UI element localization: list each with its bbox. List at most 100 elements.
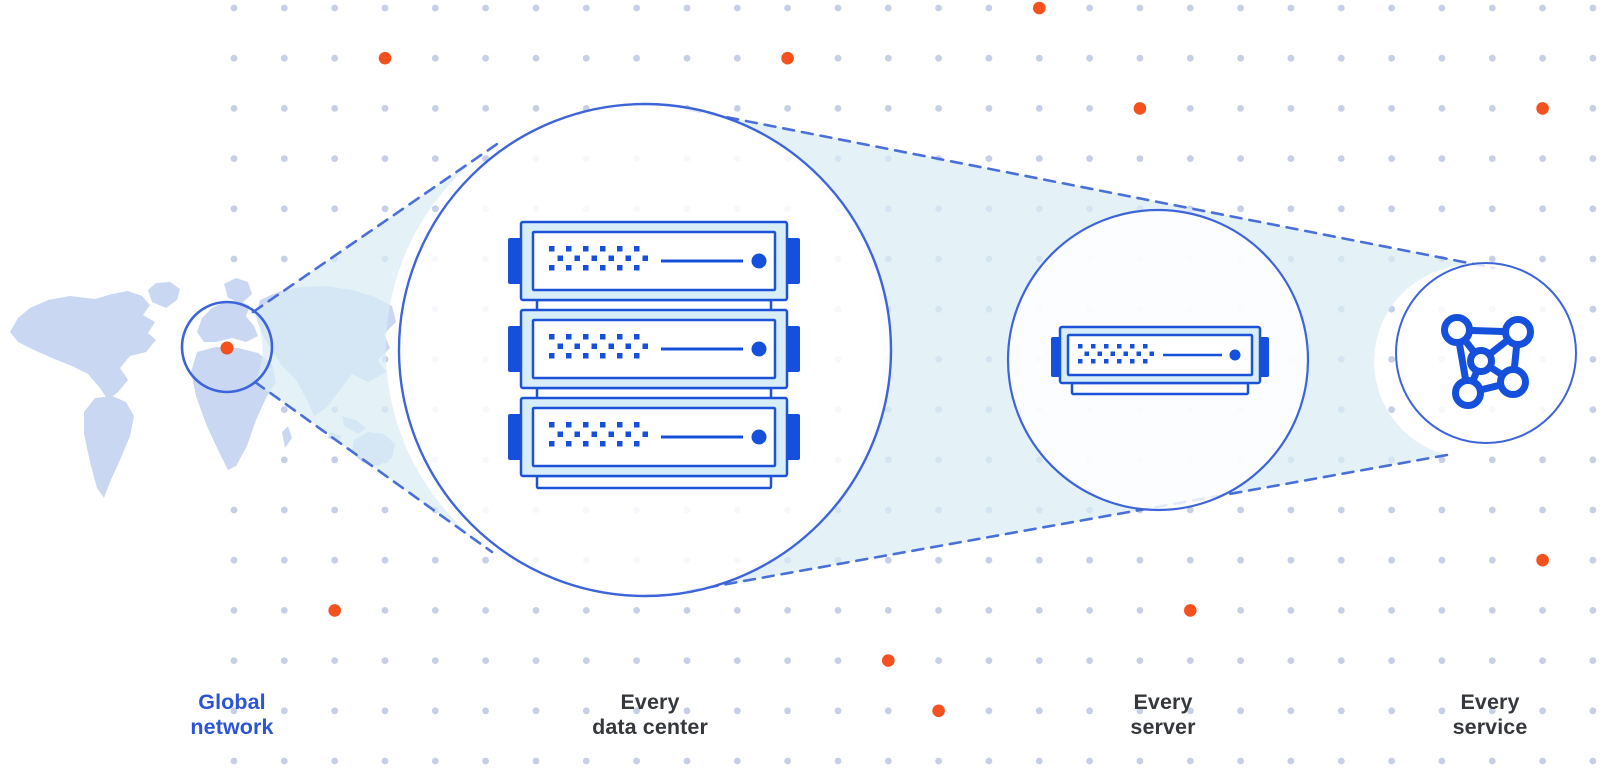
grid-dot xyxy=(1388,356,1395,363)
grid-dot xyxy=(1539,255,1546,263)
grid-dot xyxy=(1086,657,1093,664)
grid-dot xyxy=(532,757,540,765)
grid-dot xyxy=(1388,757,1395,765)
label-line: Every xyxy=(620,690,680,714)
grid-dot xyxy=(1388,707,1395,715)
orange-dot xyxy=(1033,1,1046,15)
grid-dot xyxy=(230,4,238,12)
grid-dot xyxy=(381,105,389,112)
grid-dot xyxy=(431,54,439,62)
grid-dot xyxy=(280,255,288,263)
grid-dot xyxy=(784,4,791,12)
grid-dot xyxy=(884,707,892,715)
vent-square xyxy=(1104,344,1109,349)
grid-dot xyxy=(1488,155,1496,163)
orange-dot xyxy=(328,604,342,617)
grid-dot xyxy=(280,155,288,163)
grid-dot xyxy=(431,607,439,614)
grid-dot xyxy=(1438,205,1446,213)
label-every-data-center: Every data center xyxy=(592,690,708,739)
grid-dot xyxy=(532,657,540,664)
grid-dot xyxy=(1589,607,1597,614)
grid-dot xyxy=(1186,105,1194,112)
grid-dot xyxy=(280,657,288,664)
grid-dot xyxy=(1388,4,1395,12)
grid-dot xyxy=(1438,155,1446,163)
grid-dot xyxy=(935,607,942,614)
grid-dot xyxy=(683,707,691,715)
label-line: server xyxy=(1130,714,1196,739)
label-every-server: Every server xyxy=(1130,690,1195,739)
grid-dot xyxy=(1035,556,1043,564)
vent-square xyxy=(1143,344,1148,349)
grid-dot xyxy=(935,4,942,12)
grid-dot xyxy=(733,657,741,664)
grid-dot xyxy=(230,607,238,614)
grid-dot xyxy=(733,757,741,765)
grid-dot xyxy=(985,556,993,564)
grid-dot xyxy=(331,4,339,12)
grid-dot xyxy=(935,556,942,564)
grid-dot xyxy=(582,657,590,664)
grid-dot xyxy=(784,657,791,664)
grid-dot xyxy=(733,105,741,112)
rack-server-1 xyxy=(506,220,802,314)
grid-dot xyxy=(1287,707,1295,715)
grid-dot xyxy=(280,4,288,12)
grid-dot xyxy=(381,556,389,564)
grid-dot xyxy=(1136,155,1144,163)
zoom-cone-map-to-datacenter xyxy=(253,142,500,552)
grid-dot xyxy=(1035,105,1043,112)
vent-square xyxy=(1123,351,1128,356)
grid-dot xyxy=(1388,205,1395,213)
grid-dot xyxy=(1438,556,1446,564)
grid-dot xyxy=(1287,607,1295,614)
grid-dot xyxy=(431,105,439,112)
grid-dot xyxy=(1589,155,1597,163)
grid-dot xyxy=(683,4,691,12)
grid-dot xyxy=(1186,506,1194,514)
grid-dot xyxy=(280,406,288,413)
grid-dot xyxy=(1035,54,1043,62)
grid-dot xyxy=(1287,205,1295,213)
grid-dot xyxy=(1086,757,1093,765)
grid-dot xyxy=(834,657,842,664)
grid-dot xyxy=(1237,54,1244,62)
grid-dot xyxy=(1337,556,1345,564)
grid-dot xyxy=(1539,456,1546,464)
grid-dot xyxy=(633,607,640,614)
grid-dot xyxy=(1539,657,1546,664)
grid-dot xyxy=(1589,205,1597,213)
grid-dot xyxy=(1388,506,1395,514)
grid-dot xyxy=(1438,506,1446,514)
grid-dot xyxy=(1337,54,1345,62)
grid-dot xyxy=(633,707,640,715)
label-line: network xyxy=(190,714,274,739)
map-region-circle xyxy=(180,300,274,394)
grid-dot xyxy=(1488,456,1496,464)
grid-dot xyxy=(784,757,791,765)
grid-dot xyxy=(1589,757,1597,765)
grid-dot xyxy=(1488,506,1496,514)
grid-dot xyxy=(331,54,339,62)
grid-dot xyxy=(1287,506,1295,514)
grid-dot xyxy=(1438,456,1446,464)
grid-dot xyxy=(1337,707,1345,715)
grid-dot xyxy=(1388,155,1395,163)
grid-dot xyxy=(1438,657,1446,664)
grid-dot xyxy=(683,657,691,664)
grid-dot xyxy=(1589,456,1597,464)
grid-dot xyxy=(1237,105,1244,112)
grid-dot xyxy=(1388,556,1395,564)
grid-dot xyxy=(1287,155,1295,163)
grid-dot xyxy=(1589,54,1597,62)
grid-dot xyxy=(834,4,842,12)
grid-dot xyxy=(985,607,993,614)
grid-dot xyxy=(331,506,339,514)
grid-dot xyxy=(1337,506,1345,514)
grid-dot xyxy=(532,707,540,715)
dashed-line-top-right xyxy=(688,108,1496,270)
grid-dot xyxy=(381,657,389,664)
grid-dot xyxy=(1589,406,1597,413)
grid-dot xyxy=(1388,406,1395,413)
